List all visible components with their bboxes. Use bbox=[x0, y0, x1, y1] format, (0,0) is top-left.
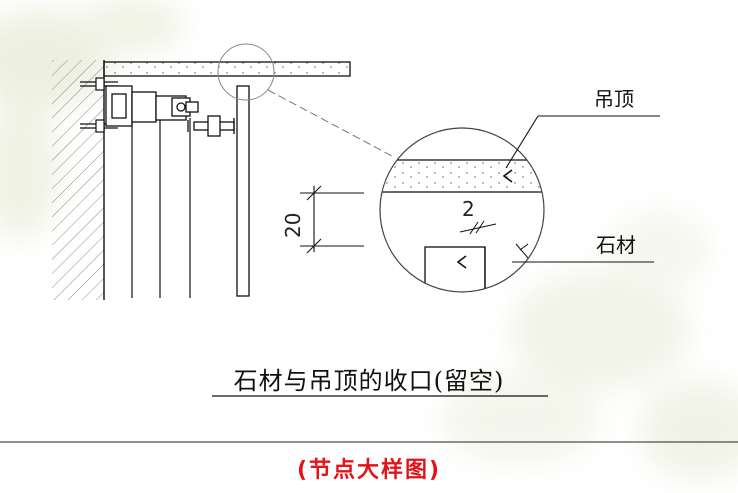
stone-panel bbox=[236, 85, 250, 297]
steel-bracket bbox=[105, 85, 235, 137]
dimension-20 bbox=[300, 185, 364, 254]
concrete-wall bbox=[52, 60, 105, 300]
keel-lines bbox=[131, 118, 191, 298]
dimension-2-label: 2 bbox=[462, 197, 475, 221]
drawing-title: 石材与吊顶的收口(留空) bbox=[233, 367, 505, 395]
callout-leader bbox=[267, 89, 393, 157]
stone-label: 石材 bbox=[596, 233, 636, 257]
drawing-subtitle: (节点大样图) bbox=[296, 458, 442, 483]
dimension-20-label: 20 bbox=[281, 213, 305, 238]
ceiling-slab bbox=[103, 61, 351, 77]
anchor-bolts bbox=[80, 77, 118, 133]
callout-circle-small bbox=[217, 43, 275, 101]
ceiling-label: 吊顶 bbox=[594, 87, 634, 111]
ceiling-leader bbox=[505, 115, 660, 169]
detail-magnifier: 2 bbox=[379, 127, 545, 293]
